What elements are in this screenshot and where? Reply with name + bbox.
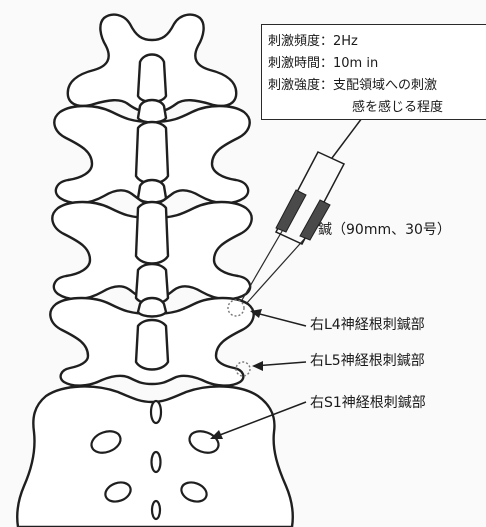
- site-label-l5: 右L5神経根刺鍼部: [310, 354, 425, 368]
- stimulation-intensity-line2: 感を感じる程度: [352, 101, 443, 114]
- sacral-median-2: [152, 452, 161, 472]
- spinous-process-4: [138, 180, 166, 203]
- spinous-process-3: [136, 122, 168, 184]
- stimulation-duration: 刺激時間：10m in: [268, 57, 378, 70]
- arrow-l4: [250, 309, 306, 326]
- needle-icon: [242, 118, 362, 304]
- sacral-median-1: [151, 401, 161, 423]
- spinous-process-7: [138, 298, 166, 317]
- stimulation-intensity-line1: 刺激強度：支配領域への刺激: [268, 79, 437, 92]
- stimulation-info-box: 刺激頻度：2Hz 刺激時間：10m in 刺激強度：支配領域への刺激 感を感じる…: [261, 24, 486, 120]
- site-label-s1: 右S1神経根刺鍼部: [310, 396, 426, 410]
- arrow-l5: [252, 361, 306, 371]
- spinous-process-8: [136, 320, 168, 370]
- needle-label: 鍼（90mm、30号）: [318, 223, 451, 237]
- stimulation-frequency: 刺激頻度：2Hz: [268, 35, 358, 48]
- site-label-l4: 右L4神経根刺鍼部: [310, 318, 425, 332]
- spinous-process-2: [138, 100, 166, 123]
- spinous-process-1: [138, 55, 166, 103]
- sacral-median-3: [152, 501, 160, 519]
- spinous-process-5: [136, 202, 168, 264]
